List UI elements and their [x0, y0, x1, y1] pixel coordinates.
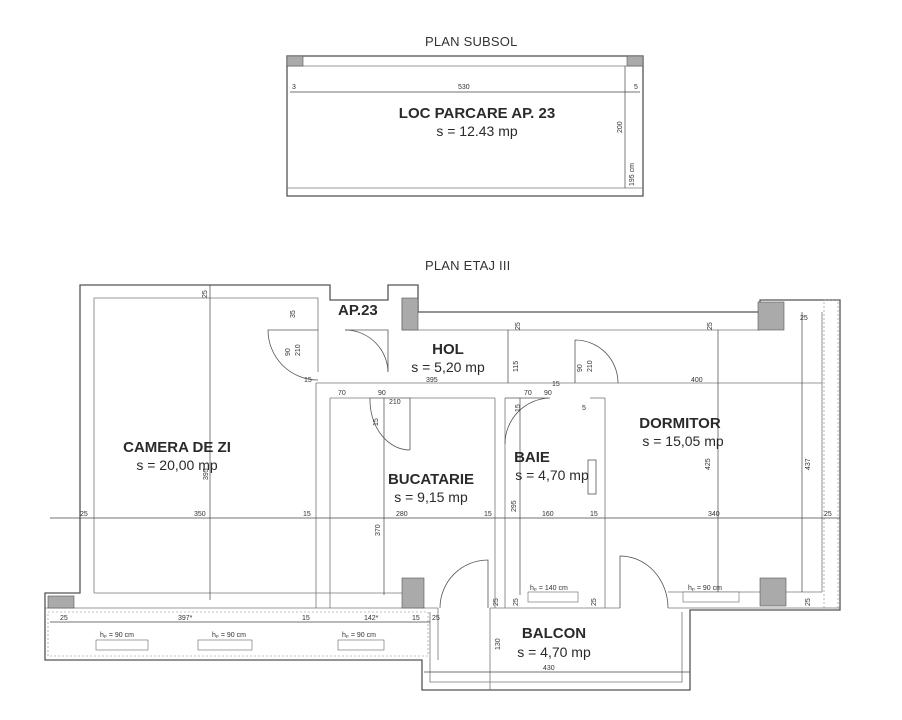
column-hatch-left: [286, 55, 304, 67]
dim-label: 15: [373, 418, 380, 426]
dim-label: 15: [412, 615, 420, 622]
dim-label: 370: [375, 524, 382, 536]
bucatarie-name: BUCATARIE: [388, 471, 474, 488]
dim-label: 395: [426, 377, 438, 384]
dim-label: 5: [582, 405, 586, 412]
dim-label: 210: [587, 360, 594, 372]
column-hatch: [401, 297, 419, 331]
dim-label: 25: [513, 598, 520, 606]
dim-label: 25: [824, 511, 832, 518]
hol-name: HOL: [432, 341, 464, 358]
dim-label: 25: [60, 615, 68, 622]
parking-space: 530 3 5 200 195 cm LOC PARCARE AP. 23 s …: [286, 55, 644, 197]
balcon-area: s = 4,70 mp: [517, 644, 591, 660]
column-hatch: [47, 595, 75, 609]
dim-label: 15: [303, 511, 311, 518]
column-hatch: [759, 577, 787, 607]
dim-label: hₚ = 140 cm: [530, 585, 568, 592]
dim-label: 15: [552, 381, 560, 388]
dim-label: 15: [590, 511, 598, 518]
dim-parking-height: 200: [617, 121, 624, 133]
dim-parking-side: 195 cm: [629, 163, 636, 186]
dim-label: 210: [295, 344, 302, 356]
dim-label: 210: [389, 399, 401, 406]
dim-label: 70: [338, 390, 346, 397]
hol-area: s = 5,20 mp: [411, 359, 485, 375]
dim-label: 25: [432, 615, 440, 622]
apartment-number: AP.23: [338, 302, 378, 319]
dim-label: 142*: [364, 615, 379, 622]
dim-label: 25: [80, 511, 88, 518]
dim-label: 90: [378, 390, 386, 397]
dim-label: 35: [290, 310, 297, 318]
dim-label: hₚ = 90 cm: [688, 585, 722, 592]
dim-label: 25: [493, 598, 500, 606]
dim-label: 25: [202, 290, 209, 298]
dim-label: 25: [707, 322, 714, 330]
dim-label: 90: [285, 348, 292, 356]
dim-label: 340: [708, 511, 720, 518]
dim-label: 395: [203, 468, 210, 480]
column-hatch-right: [626, 55, 644, 67]
dim-label: 15: [484, 511, 492, 518]
dim-label: 90: [577, 364, 584, 372]
column-hatch: [757, 301, 785, 331]
parking-room-area: s = 12.43 mp: [436, 123, 518, 139]
dim-label: hₚ = 90 cm: [342, 632, 376, 639]
dim-label: 397*: [178, 615, 193, 622]
dim-label: 425: [705, 458, 712, 470]
dim-label: 430: [543, 665, 555, 672]
dim-parking-right: 5: [634, 84, 638, 91]
dim-label: hₚ = 90 cm: [100, 632, 134, 639]
dim-label: 25: [591, 598, 598, 606]
dim-label: 400: [691, 377, 703, 384]
dim-label: 130: [495, 638, 502, 650]
baie-area: s = 4,70 mp: [515, 467, 589, 483]
dim-label: 25: [515, 322, 522, 330]
dim-label: 160: [542, 511, 554, 518]
dim-label: 25: [805, 598, 812, 606]
dim-label: hₚ = 90 cm: [212, 632, 246, 639]
dim-label: 25: [800, 315, 808, 322]
windows: [95, 591, 740, 651]
apartment-outline: [44, 284, 841, 691]
dim-label: 350: [194, 511, 206, 518]
basement-plan-title: PLAN SUBSOL: [425, 34, 518, 49]
dormitor-area: s = 15,05 mp: [642, 433, 724, 449]
dim-label: 15: [515, 404, 522, 412]
dimension-lines: [50, 285, 840, 673]
dim-label: 70: [524, 390, 532, 397]
floor-plan-title: PLAN ETAJ III: [425, 258, 511, 273]
dim-label: 280: [396, 511, 408, 518]
balcon-name: BALCON: [522, 625, 586, 642]
dim-parking-width: 530: [458, 84, 470, 91]
bucatarie-area: s = 9,15 mp: [394, 489, 468, 505]
dim-label: 15: [302, 615, 310, 622]
baie-name: BAIE: [514, 449, 550, 466]
dim-label: 90: [544, 390, 552, 397]
camera-name: CAMERA DE ZI: [123, 439, 231, 456]
radiator-icon: [587, 459, 597, 495]
camera-area: s = 20,00 mp: [136, 457, 218, 473]
dimension-labels: 25 25 25 25 35 90 210 15 395 400 115 90 …: [60, 290, 832, 672]
dim-parking-left: 3: [292, 84, 296, 91]
column-hatch: [401, 577, 425, 609]
dim-label: 15: [304, 377, 312, 384]
dim-label: 115: [513, 361, 520, 372]
parking-room-name: LOC PARCARE AP. 23: [399, 105, 555, 122]
dormitor-name: DORMITOR: [639, 415, 721, 432]
door-swings: [267, 329, 669, 609]
dim-label: 295: [511, 500, 518, 512]
dim-label: 437: [805, 458, 812, 470]
